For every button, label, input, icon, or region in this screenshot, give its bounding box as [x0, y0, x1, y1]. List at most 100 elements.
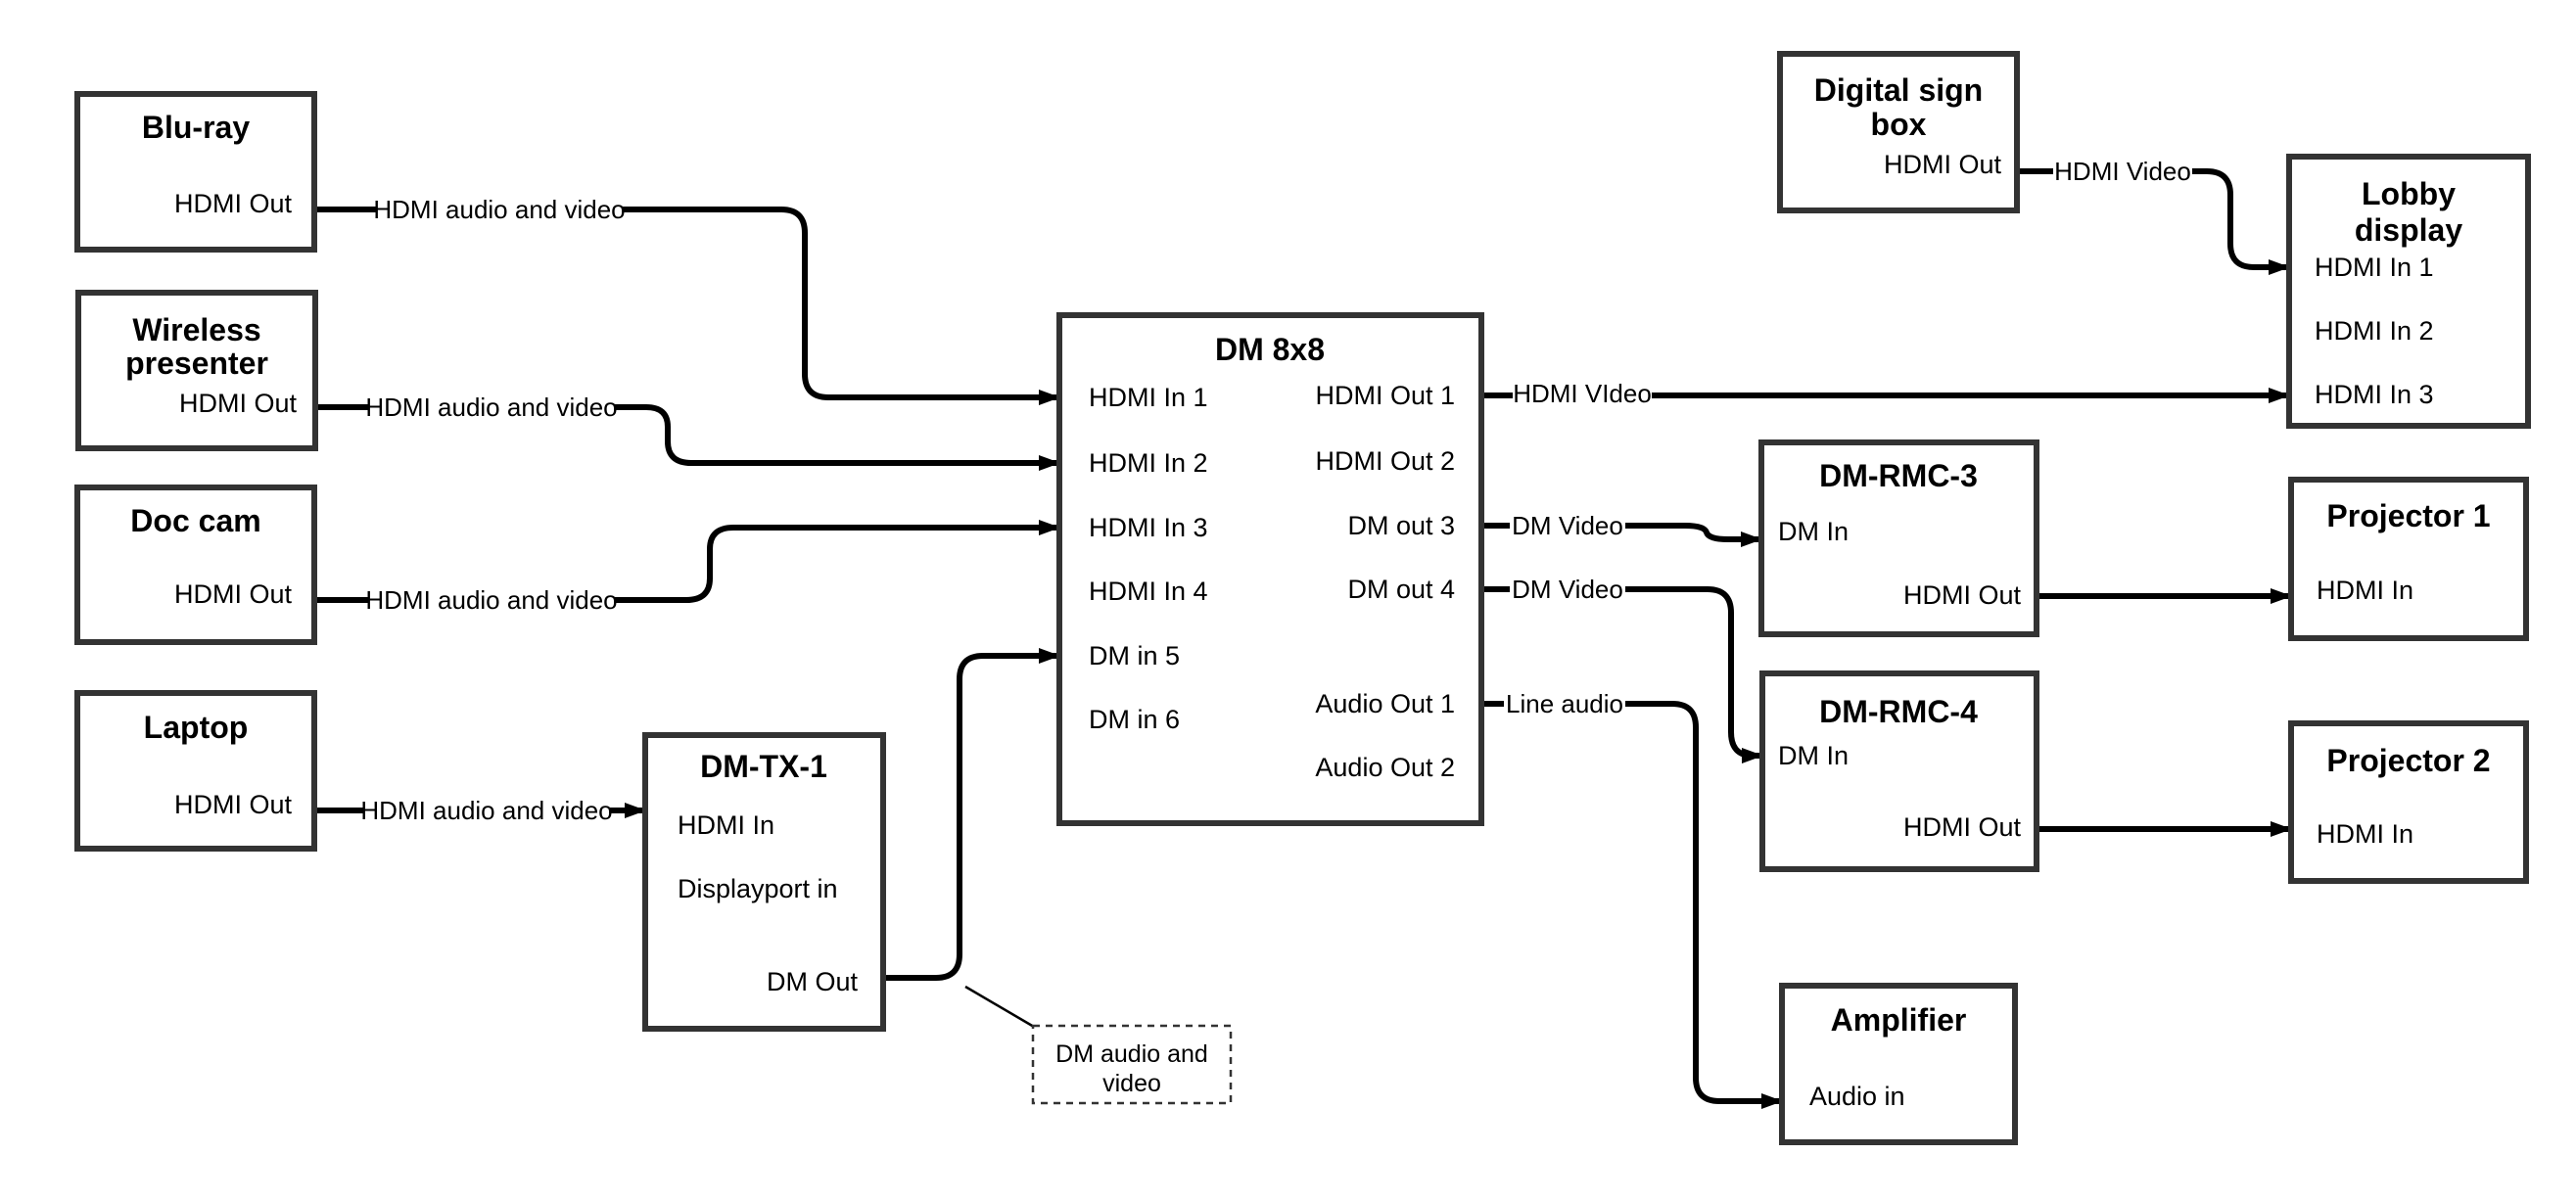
node-projector-1-title: Projector 1 — [2326, 498, 2490, 533]
node-lobby-display: Lobby display HDMI In 1 HDMI In 2 HDMI I… — [2286, 154, 2531, 429]
wire-labels: HDMI audio and video HDMI audio and vide… — [360, 156, 2192, 826]
port-wireless-hdmi-out: HDMI Out — [179, 389, 298, 418]
port-proj1-hdmi-in: HDMI In — [2317, 576, 2413, 605]
node-projector-1-box — [2288, 477, 2529, 641]
wire-label-bg — [2053, 156, 2192, 187]
node-lobby-display-box — [2286, 154, 2531, 429]
node-digital-sign-box: Digital sign box HDMI Out — [1777, 51, 2020, 213]
node-lobby-display-title-line1: Lobby — [2362, 176, 2456, 211]
wire-label-bg — [369, 584, 614, 616]
wire-dm8x8out4-dmrmc4 — [1481, 586, 1763, 763]
node-dm-tx-1-box — [642, 732, 886, 1032]
node-laptop-box — [74, 690, 317, 852]
wire-label-bg — [369, 392, 614, 423]
port-proj2-hdmi-in: HDMI In — [2317, 819, 2413, 849]
node-projector-2-box — [2288, 720, 2529, 884]
node-projector-2: Projector 2 HDMI In — [2288, 720, 2529, 884]
wire-label-bg — [377, 194, 622, 225]
wire-label-bluray: HDMI audio and video — [373, 195, 625, 224]
node-dm8x8-box — [1056, 312, 1484, 826]
node-dm8x8-title: DM 8x8 — [1215, 332, 1325, 367]
node-dm-rmc-3-title: DM-RMC-3 — [1819, 458, 1978, 493]
port-dmtx1-hdmi-in: HDMI In — [678, 810, 774, 840]
node-dm-rmc-3: DM-RMC-3 DM In HDMI Out — [1758, 439, 2039, 637]
node-amplifier: Amplifier Audio in — [1779, 983, 2018, 1145]
port-doccam-hdmi-out: HDMI Out — [174, 579, 293, 609]
note-text-line2: video — [1102, 1070, 1161, 1097]
wire-label-dm-video-out4: DM Video — [1512, 575, 1623, 604]
port-dm8x8-audio-out-2: Audio Out 2 — [1315, 753, 1455, 782]
wire-wireless-dm8x8 — [315, 404, 1060, 471]
node-digital-sign-box-box — [1777, 51, 2020, 213]
wire-label-line-audio: Line audio — [1506, 689, 1623, 718]
node-bluray-box — [74, 91, 317, 253]
node-doc-cam-box — [74, 485, 317, 645]
port-dmrmc3-dm-in: DM In — [1778, 517, 1849, 546]
node-amplifier-title: Amplifier — [1831, 1002, 1967, 1038]
port-dmrmc4-dm-in: DM In — [1778, 741, 1849, 770]
node-lobby-display-title-line2: display — [2355, 212, 2462, 248]
wire-dmtx1-dm8x8 — [883, 648, 1060, 981]
note-callout-line — [964, 985, 1035, 1029]
wire-dm8x8out3-dmrmc3 — [1481, 523, 1762, 547]
node-dm-rmc-4-title: DM-RMC-4 — [1819, 694, 1978, 729]
port-dm8x8-hdmi-in-3: HDMI In 3 — [1089, 513, 1208, 542]
wire-label-wireless: HDMI audio and video — [365, 393, 617, 422]
wire-label-bg — [1513, 378, 1652, 409]
wire-label-hdmi-video-sign: HDMI Video — [2054, 157, 2191, 186]
wire-label-bg — [1504, 688, 1625, 719]
node-dm-rmc-3-box — [1758, 439, 2039, 637]
note-dm-audio-and-video: DM audio and video — [1031, 1024, 1233, 1105]
node-dm-tx-1-title: DM-TX-1 — [700, 749, 827, 784]
note-box — [1031, 1024, 1233, 1105]
port-dmtx1-dm-out: DM Out — [767, 967, 859, 996]
node-amplifier-box — [1779, 983, 2018, 1145]
port-dmrmc4-hdmi-out: HDMI Out — [1903, 812, 2022, 842]
port-dm8x8-dm-in-5: DM in 5 — [1089, 641, 1180, 670]
port-amp-audio-in: Audio in — [1809, 1082, 1905, 1111]
wire-label-bg — [1510, 510, 1625, 541]
node-dm-rmc-4: DM-RMC-4 DM In HDMI Out — [1759, 670, 2039, 872]
port-dm8x8-hdmi-out-1: HDMI Out 1 — [1315, 381, 1455, 410]
node-doc-cam-title: Doc cam — [130, 503, 260, 538]
port-dm8x8-dm-in-6: DM in 6 — [1089, 705, 1180, 734]
node-laptop: Laptop HDMI Out — [74, 690, 317, 852]
port-bluray-hdmi-out: HDMI Out — [174, 189, 293, 218]
wire-dm8x8audio1-amp — [1481, 701, 1783, 1109]
wire-label-doccam: HDMI audio and video — [365, 585, 617, 615]
wire-digitalsign-lobby — [2017, 168, 2290, 275]
node-digital-sign-box-title-line2: box — [1871, 107, 1927, 142]
node-wireless-presenter: Wireless presenter HDMI Out — [75, 290, 318, 451]
wire-bluray-dm8x8 — [314, 207, 1060, 405]
port-laptop-hdmi-out: HDMI Out — [174, 790, 293, 819]
node-dm-rmc-4-box — [1759, 670, 2039, 872]
port-dm8x8-hdmi-in-2: HDMI In 2 — [1089, 448, 1208, 478]
port-dm8x8-audio-out-1: Audio Out 1 — [1315, 689, 1455, 718]
node-bluray-title: Blu-ray — [142, 110, 250, 145]
port-dm8x8-dm-out-4: DM out 4 — [1347, 575, 1455, 604]
port-dm8x8-hdmi-in-4: HDMI In 4 — [1089, 577, 1208, 606]
node-wireless-presenter-box — [75, 290, 318, 451]
port-dmtx1-displayport-in: Displayport in — [678, 874, 838, 903]
node-projector-1: Projector 1 HDMI In — [2288, 477, 2529, 641]
note-text-line1: DM audio and — [1055, 1040, 1208, 1068]
wire-label-bg — [364, 795, 609, 826]
port-dm8x8-dm-out-3: DM out 3 — [1347, 511, 1455, 540]
node-digital-sign-box-title-line1: Digital sign — [1814, 72, 1983, 108]
node-projector-2-title: Projector 2 — [2326, 743, 2490, 778]
port-digitalsign-hdmi-out: HDMI Out — [1884, 150, 2002, 179]
port-lobby-hdmi-in-1: HDMI In 1 — [2315, 253, 2434, 282]
node-bluray: Blu-ray HDMI Out — [74, 91, 317, 253]
node-doc-cam: Doc cam HDMI Out — [74, 485, 317, 645]
port-dmrmc3-hdmi-out: HDMI Out — [1903, 580, 2022, 610]
node-wireless-presenter-title-line1: Wireless — [132, 312, 260, 347]
port-dm8x8-hdmi-out-2: HDMI Out 2 — [1315, 446, 1455, 476]
node-dm8x8: DM 8x8 HDMI In 1 HDMI In 2 HDMI In 3 HDM… — [1056, 312, 1484, 826]
wire-label-laptop: HDMI audio and video — [360, 796, 612, 825]
port-lobby-hdmi-in-2: HDMI In 2 — [2315, 316, 2434, 346]
port-lobby-hdmi-in-3: HDMI In 3 — [2315, 380, 2434, 409]
node-dm-tx-1: DM-TX-1 HDMI In Displayport in DM Out — [642, 732, 886, 1032]
wire-label-dm-video-out3: DM Video — [1512, 511, 1623, 540]
